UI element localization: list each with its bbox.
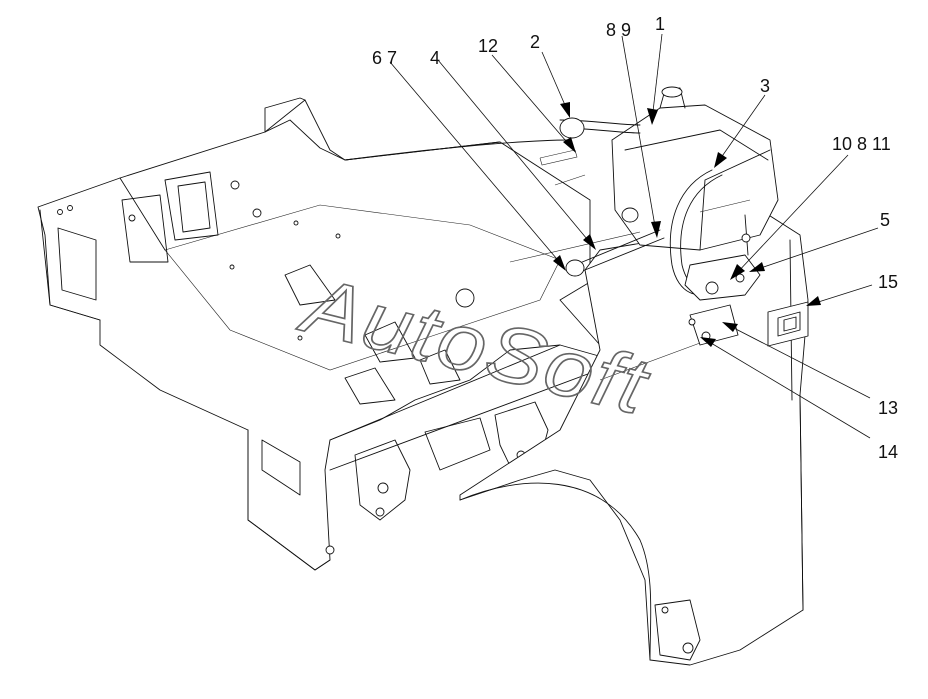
callouts: 1 2 3 4 5 6 7 8 9 10 8 11 12 13 14 15 (372, 14, 898, 462)
callout-5: 5 (880, 210, 890, 230)
callout-15: 15 (878, 272, 898, 292)
hoses (344, 117, 761, 381)
callout-3: 3 (760, 76, 770, 96)
reservoir (611, 86, 779, 251)
callout-2: 2 (530, 32, 540, 52)
callout-10-8-11: 10 8 11 (832, 134, 891, 154)
tank-label (539, 149, 586, 186)
callout-1: 1 (655, 14, 665, 34)
callout-13: 13 (878, 398, 898, 418)
callout-12: 12 (478, 36, 498, 56)
leaders (389, 33, 879, 439)
callout-14: 14 (878, 442, 898, 462)
callout-4: 4 (430, 48, 440, 68)
callout-6-7: 6 7 (372, 48, 397, 68)
callout-8-9: 8 9 (606, 20, 631, 40)
